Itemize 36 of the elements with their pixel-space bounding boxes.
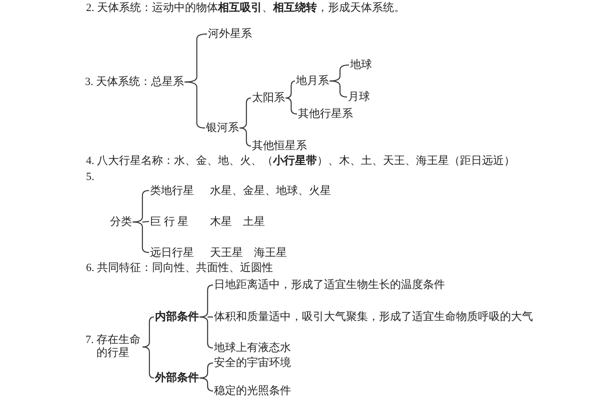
branch-label: 远日行星 xyxy=(150,246,194,258)
condition-text: 安全的宇宙环境 xyxy=(214,356,291,370)
branch-label: 月球 xyxy=(348,90,370,104)
planet-list: 天王星 海王星 xyxy=(210,246,287,260)
branch-label: 内部条件 xyxy=(155,310,199,324)
note-text: 4. 八大行星名称：水、金、地、火、（小行星带）、木、土、天王、海王星（距日远近） xyxy=(86,154,515,168)
note-text: 2. 天体系统：运动中的物体相互吸引、相互绕转，形成天体系统。 xyxy=(86,2,405,14)
branch-label: 太阳系 xyxy=(252,92,285,104)
condition-text: 稳定的光照条件 xyxy=(214,384,291,398)
curly-brace xyxy=(239,98,252,146)
condition-text: 体积和质量适中，吸引大气聚集，形成了适宜生命物质呼吸的大气 xyxy=(214,310,533,324)
branch-label: 银河系 xyxy=(206,122,239,134)
curly-brace xyxy=(142,316,154,378)
branch-label: 其他恒星系 xyxy=(252,140,307,152)
root-label: 分类 xyxy=(110,216,132,228)
branch-label: 类地行星 xyxy=(150,184,194,196)
branch-label: 外部条件 xyxy=(155,372,199,384)
curly-brace xyxy=(199,362,214,392)
condition-text: 地球上有液态水 xyxy=(214,342,291,354)
branch-label: 其他行星系 xyxy=(298,108,353,120)
condition-text: 日地距离适中，形成了适宜生物生长的温度条件 xyxy=(214,278,445,292)
branch-label: 巨 行 星 xyxy=(150,216,188,228)
root-label: 7. 存在生命的行星 xyxy=(84,334,142,360)
note-text: 6. 共同特征：同向性、共面性、近圆性 xyxy=(86,262,273,274)
branch-label: 地球 xyxy=(350,58,372,72)
curly-brace xyxy=(199,284,214,348)
branch-label: 河外星系 xyxy=(208,28,252,40)
branch-label: 地月系 xyxy=(296,74,329,88)
item-number: 5. xyxy=(86,170,94,184)
curly-brace xyxy=(285,80,298,114)
root-label: 3. 天体系统：总星系 xyxy=(85,76,184,88)
curly-brace xyxy=(132,190,150,253)
curly-brace xyxy=(184,34,208,128)
planet-list: 木星 土星 xyxy=(210,216,265,228)
planet-list: 水星、金星、地球、火星 xyxy=(210,184,331,198)
curly-brace xyxy=(329,64,350,98)
